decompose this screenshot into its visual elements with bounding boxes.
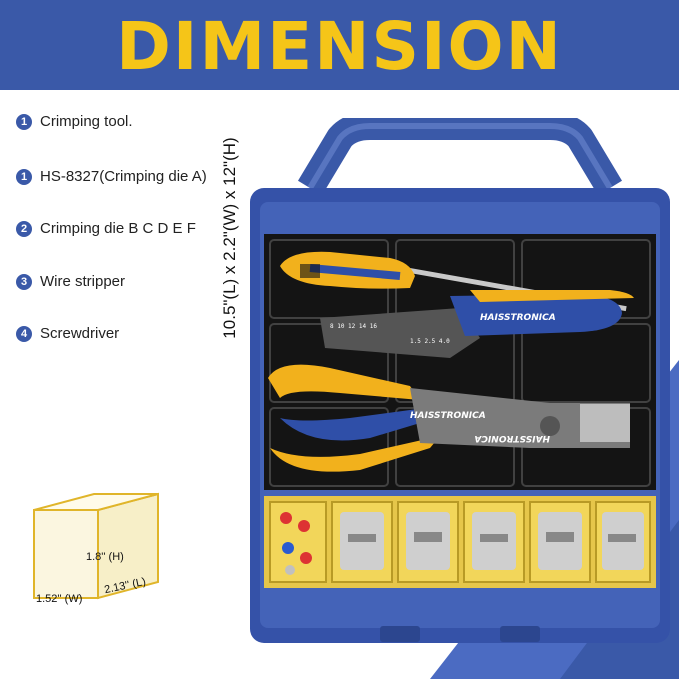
list-item-label: Wire stripper xyxy=(40,273,126,290)
list-item: 4 Screwdriver xyxy=(16,325,119,342)
number-badge: 3 xyxy=(16,273,32,290)
list-item-label: Screwdriver xyxy=(40,325,120,342)
number-badge: 2 xyxy=(16,220,32,237)
svg-text:HAISSTRONICA: HAISSTRONICA xyxy=(480,313,556,323)
list-item-label: Crimping die B C D E F xyxy=(40,220,196,237)
list-item-label: Crimping tool. xyxy=(40,113,133,130)
crimping-tool-image: HAISSTRONICA HAISSTRONICA xyxy=(268,364,630,472)
list-item: 2 Crimping die B C D E F xyxy=(16,220,196,237)
number-badge: 1 xyxy=(16,113,32,130)
list-item: 1 Crimping tool. xyxy=(16,113,133,130)
svg-text:1.5 2.5 4.0: 1.5 2.5 4.0 xyxy=(410,338,450,345)
wire-stripper-image: 8 10 12 14 16 1.5 2.5 4.0 HAISSTRONICA xyxy=(320,290,634,358)
page-title: DIMENSION xyxy=(116,8,563,85)
svg-text:8 10 12 14 16: 8 10 12 14 16 xyxy=(330,323,377,330)
svg-text:HAISSTRONICA: HAISSTRONICA xyxy=(410,411,486,421)
header-banner: DIMENSION xyxy=(0,0,679,90)
number-badge: 4 xyxy=(16,325,32,342)
svg-text:HAISSTRONICA: HAISSTRONICA xyxy=(474,433,550,443)
tool-case-image: 8 10 12 14 16 1.5 2.5 4.0 HAISSTRONICA H… xyxy=(250,118,670,643)
list-item: 3 Wire stripper xyxy=(16,273,125,290)
small-box-image xyxy=(33,492,159,600)
box-height-label: 1.8'' (H) xyxy=(86,551,124,563)
box-width-label: 1.52'' (W) xyxy=(36,593,83,605)
crimping-dies-row xyxy=(269,501,651,583)
list-item: 1 HS-8327(Crimping die A) xyxy=(16,168,207,185)
list-item-label: HS-8327(Crimping die A) xyxy=(40,168,207,185)
number-badge: 1 xyxy=(16,168,32,185)
